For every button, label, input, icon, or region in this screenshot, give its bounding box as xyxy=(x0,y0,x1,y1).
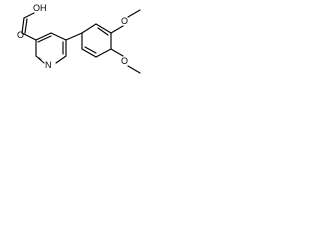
bond-biaryl xyxy=(65,32,83,41)
molecule-diagram: OH O N O O xyxy=(0,0,155,82)
atom-label-pyridine-n: N xyxy=(45,60,52,70)
bond-bz-2 xyxy=(95,23,112,34)
bond-c-o-double-b xyxy=(24,18,28,34)
bond-py-1-inner xyxy=(37,35,52,43)
bond-bz-5-inner xyxy=(84,46,97,54)
bond-lines xyxy=(21,9,141,74)
bond-ome-lower-o xyxy=(110,48,124,57)
bond-c-o-double-a xyxy=(21,17,25,34)
bond-ome-upper-ch3 xyxy=(127,9,141,18)
atom-label-oh: OH xyxy=(33,3,47,13)
bond-acid-to-ring xyxy=(21,32,37,41)
bond-bz-4 xyxy=(95,48,112,58)
bond-ome-upper-o xyxy=(110,25,124,34)
bond-py-1 xyxy=(35,32,52,41)
bond-bz-5 xyxy=(81,48,97,58)
atom-label-methoxy-lower-o: O xyxy=(121,56,128,66)
atom-label-methoxy-upper-o: O xyxy=(121,16,128,26)
bond-c-oh xyxy=(23,12,35,19)
bond-py-5-inner xyxy=(38,57,42,61)
structure-svg: OH O N O O xyxy=(17,3,141,74)
bond-bz-2-inner xyxy=(97,27,109,36)
bond-py-4 xyxy=(55,55,67,64)
bond-bz-1 xyxy=(81,23,97,34)
bond-py-2 xyxy=(50,32,67,41)
atom-label-carbonyl-o: O xyxy=(17,30,24,40)
bond-ome-lower-ch3 xyxy=(127,65,141,74)
